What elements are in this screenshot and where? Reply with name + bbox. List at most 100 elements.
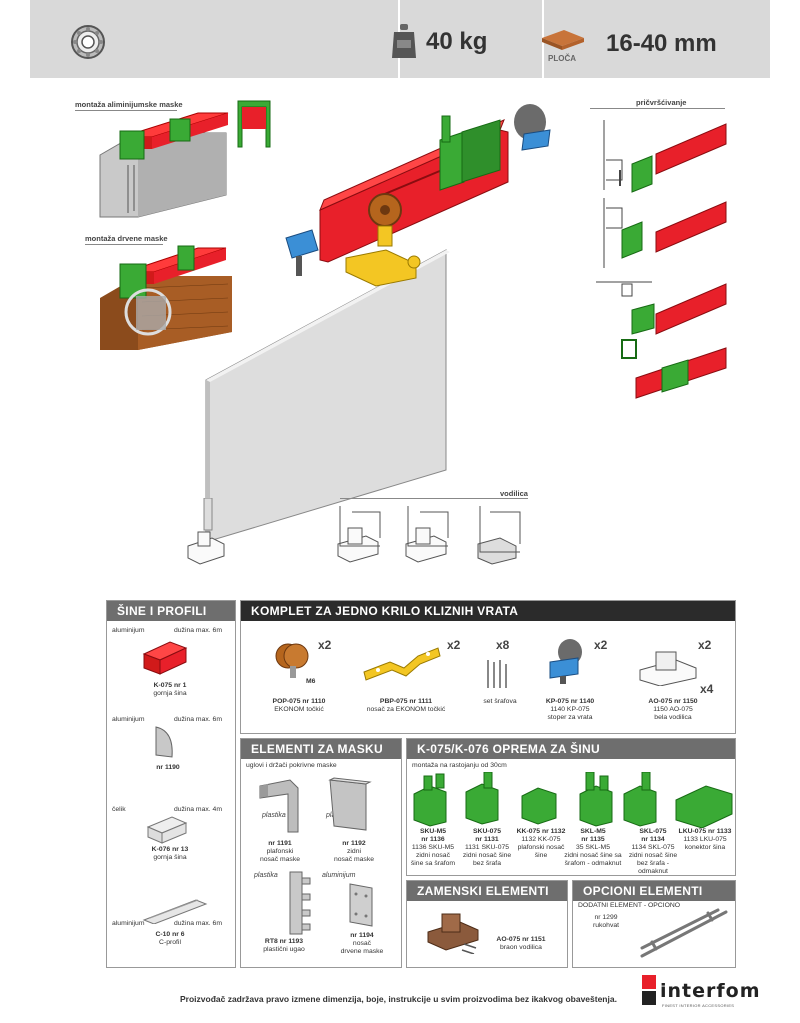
mask-subtitle: uglovi i držači pokrivne maske (246, 762, 337, 769)
equipment-code: SKU-M5 (419, 828, 447, 835)
kit-name: EKONOM točkić (274, 706, 324, 713)
caption-alu-mask: montaža aliminijumske maske (75, 100, 183, 109)
kit-qty: x2 (698, 638, 712, 652)
kit-code: AO-075 (648, 698, 673, 705)
rail-material: aluminijum (112, 716, 145, 723)
rail-material: aluminijum (112, 627, 145, 634)
plastic-corner-image (289, 871, 311, 935)
interfom-logo-icon (642, 975, 656, 1005)
equipment-code: SKU-075 (473, 828, 501, 835)
brand-tagline: FINEST INTERIOR ACCESSORIES (662, 1003, 735, 1008)
equipment-nr: nr 1136 (421, 836, 445, 843)
white-guide-image (639, 651, 697, 686)
rail-code: K-076 (151, 846, 171, 853)
equipment-nr: nr 1132 (541, 828, 566, 835)
caption-wood-mask: montaža drvene maske (85, 234, 168, 243)
mask-profile-image (155, 726, 173, 758)
kit-name: bela vodilica (654, 714, 692, 721)
replacement-panel-title: ZAMENSKI ELEMENTI (407, 881, 567, 901)
equipment-subtitle: montaža na rastojanju od 30cm (412, 762, 507, 769)
wall-mask-holder-image (328, 777, 372, 831)
floor-guide-illustration (187, 498, 521, 565)
kit-qty: x2 (318, 638, 332, 652)
rail-k075-image (142, 641, 188, 675)
kit-name: nosač za EKONOM točkić (366, 706, 446, 713)
kit-nr: nr 1111 (409, 698, 433, 705)
replacement-panel: ZAMENSKI ELEMENTI (406, 880, 568, 968)
fastening-steps-illustration (596, 120, 727, 399)
wood-mask-illustration (100, 245, 232, 350)
kit-name: stoper za vrata (547, 714, 593, 721)
mask-nr: nr 1194 (350, 932, 374, 939)
mask-nr: nr 1192 (342, 840, 366, 847)
kit-qty: x2 (447, 638, 461, 652)
brand-logo: interfom (660, 980, 761, 1002)
rails-panel-title: ŠINE I PROFILI (107, 601, 235, 621)
rail-nr: nr 13 (172, 846, 189, 853)
rail-nr: nr 1190 (156, 764, 180, 771)
replacement-code: AO-075 (496, 936, 521, 943)
rail-name: C-profil (159, 939, 181, 946)
brown-guide-image (427, 913, 479, 954)
kit-extra: M6 (306, 678, 316, 685)
optional-nr: nr 1299 (594, 914, 618, 921)
equipment-nr: nr 1133 (708, 828, 732, 835)
rail-code: C-10 (155, 931, 171, 938)
ball-bearing-icon (71, 25, 105, 59)
c-profile-image (142, 899, 208, 924)
kit-name: set šrafova (483, 698, 517, 705)
kit-line2: 1150 AO-075 (653, 706, 693, 713)
mask-panel-title: ELEMENTI ZA MASKU (241, 739, 401, 759)
replacement-nr: nr 1151 (522, 936, 546, 943)
optional-name: rukohvat (592, 922, 620, 929)
handle-image (640, 908, 728, 958)
equipment-nr: nr 1135 (581, 836, 605, 843)
wood-mask-holder-image (349, 883, 373, 927)
replacement-name: braon vodilica (500, 944, 542, 951)
mask-nr: nr 1191 (268, 840, 292, 847)
rail-length: dužina max. 6m (174, 627, 222, 634)
mask-code: RT8 (264, 938, 278, 945)
equipment-code: KK-075 (516, 828, 541, 835)
kit-nr: nr 1150 (674, 698, 698, 705)
sliding-door-illustration (205, 104, 551, 544)
kit-qty: x8 (496, 638, 510, 652)
rail-name: gornja šina (153, 690, 187, 697)
rail-brackets-image (413, 772, 733, 828)
rail-length: dužina max. 4m (174, 806, 222, 813)
caption-guide: vodilica (500, 489, 528, 498)
rail-code: K-075 (153, 682, 173, 689)
door-stopper-image (549, 639, 582, 684)
alu-mask-illustration (99, 100, 271, 218)
mask-nr: nr 1193 (279, 938, 304, 945)
rail-nr: nr 1 (173, 682, 187, 689)
kit-code: POP-075 (272, 698, 301, 705)
kit-qty: x4 (700, 682, 714, 696)
plate-thickness: 16-40 mm (606, 30, 717, 57)
kit-qty: x2 (594, 638, 608, 652)
weight-icon (392, 24, 416, 58)
rail-name: gornja šina (153, 854, 187, 861)
equipment-nr: nr 1131 (475, 836, 499, 843)
rail-length: dužina max. 6m (174, 920, 222, 927)
screw-set-image (487, 660, 507, 688)
max-weight: 40 kg (426, 28, 488, 55)
rail-length: dužina max. 6m (174, 716, 222, 723)
kit-nr: nr 1140 (570, 698, 595, 705)
mask-material: aluminijum (322, 872, 356, 879)
equipment-code: SKL-075 (639, 828, 667, 835)
rail-material: aluminijum (112, 920, 145, 927)
optional-panel: OPCIONI ELEMENTI (572, 880, 736, 968)
rail-nr: nr 6 (172, 931, 185, 938)
mask-elements-panel: ELEMENTI ZA MASKU (240, 738, 402, 968)
equipment-code: LKU-075 (678, 828, 707, 835)
kit-panel-title: KOMPLET ZA JEDNO KRILO KLIZNIH VRATA (241, 601, 735, 621)
caption-fastening: pričvršćivanje (636, 98, 687, 107)
optional-panel-title: OPCIONI ELEMENTI (573, 881, 735, 901)
kit-nr: nr 1110 (302, 698, 326, 705)
ceiling-mask-holder-image (259, 779, 299, 833)
door-plate-icon (542, 30, 584, 50)
kit-code: PBP-075 (379, 698, 408, 705)
optional-subtitle: DODATNI ELEMENT - OPCIONO (578, 902, 681, 909)
rail-k076-image (146, 816, 188, 844)
